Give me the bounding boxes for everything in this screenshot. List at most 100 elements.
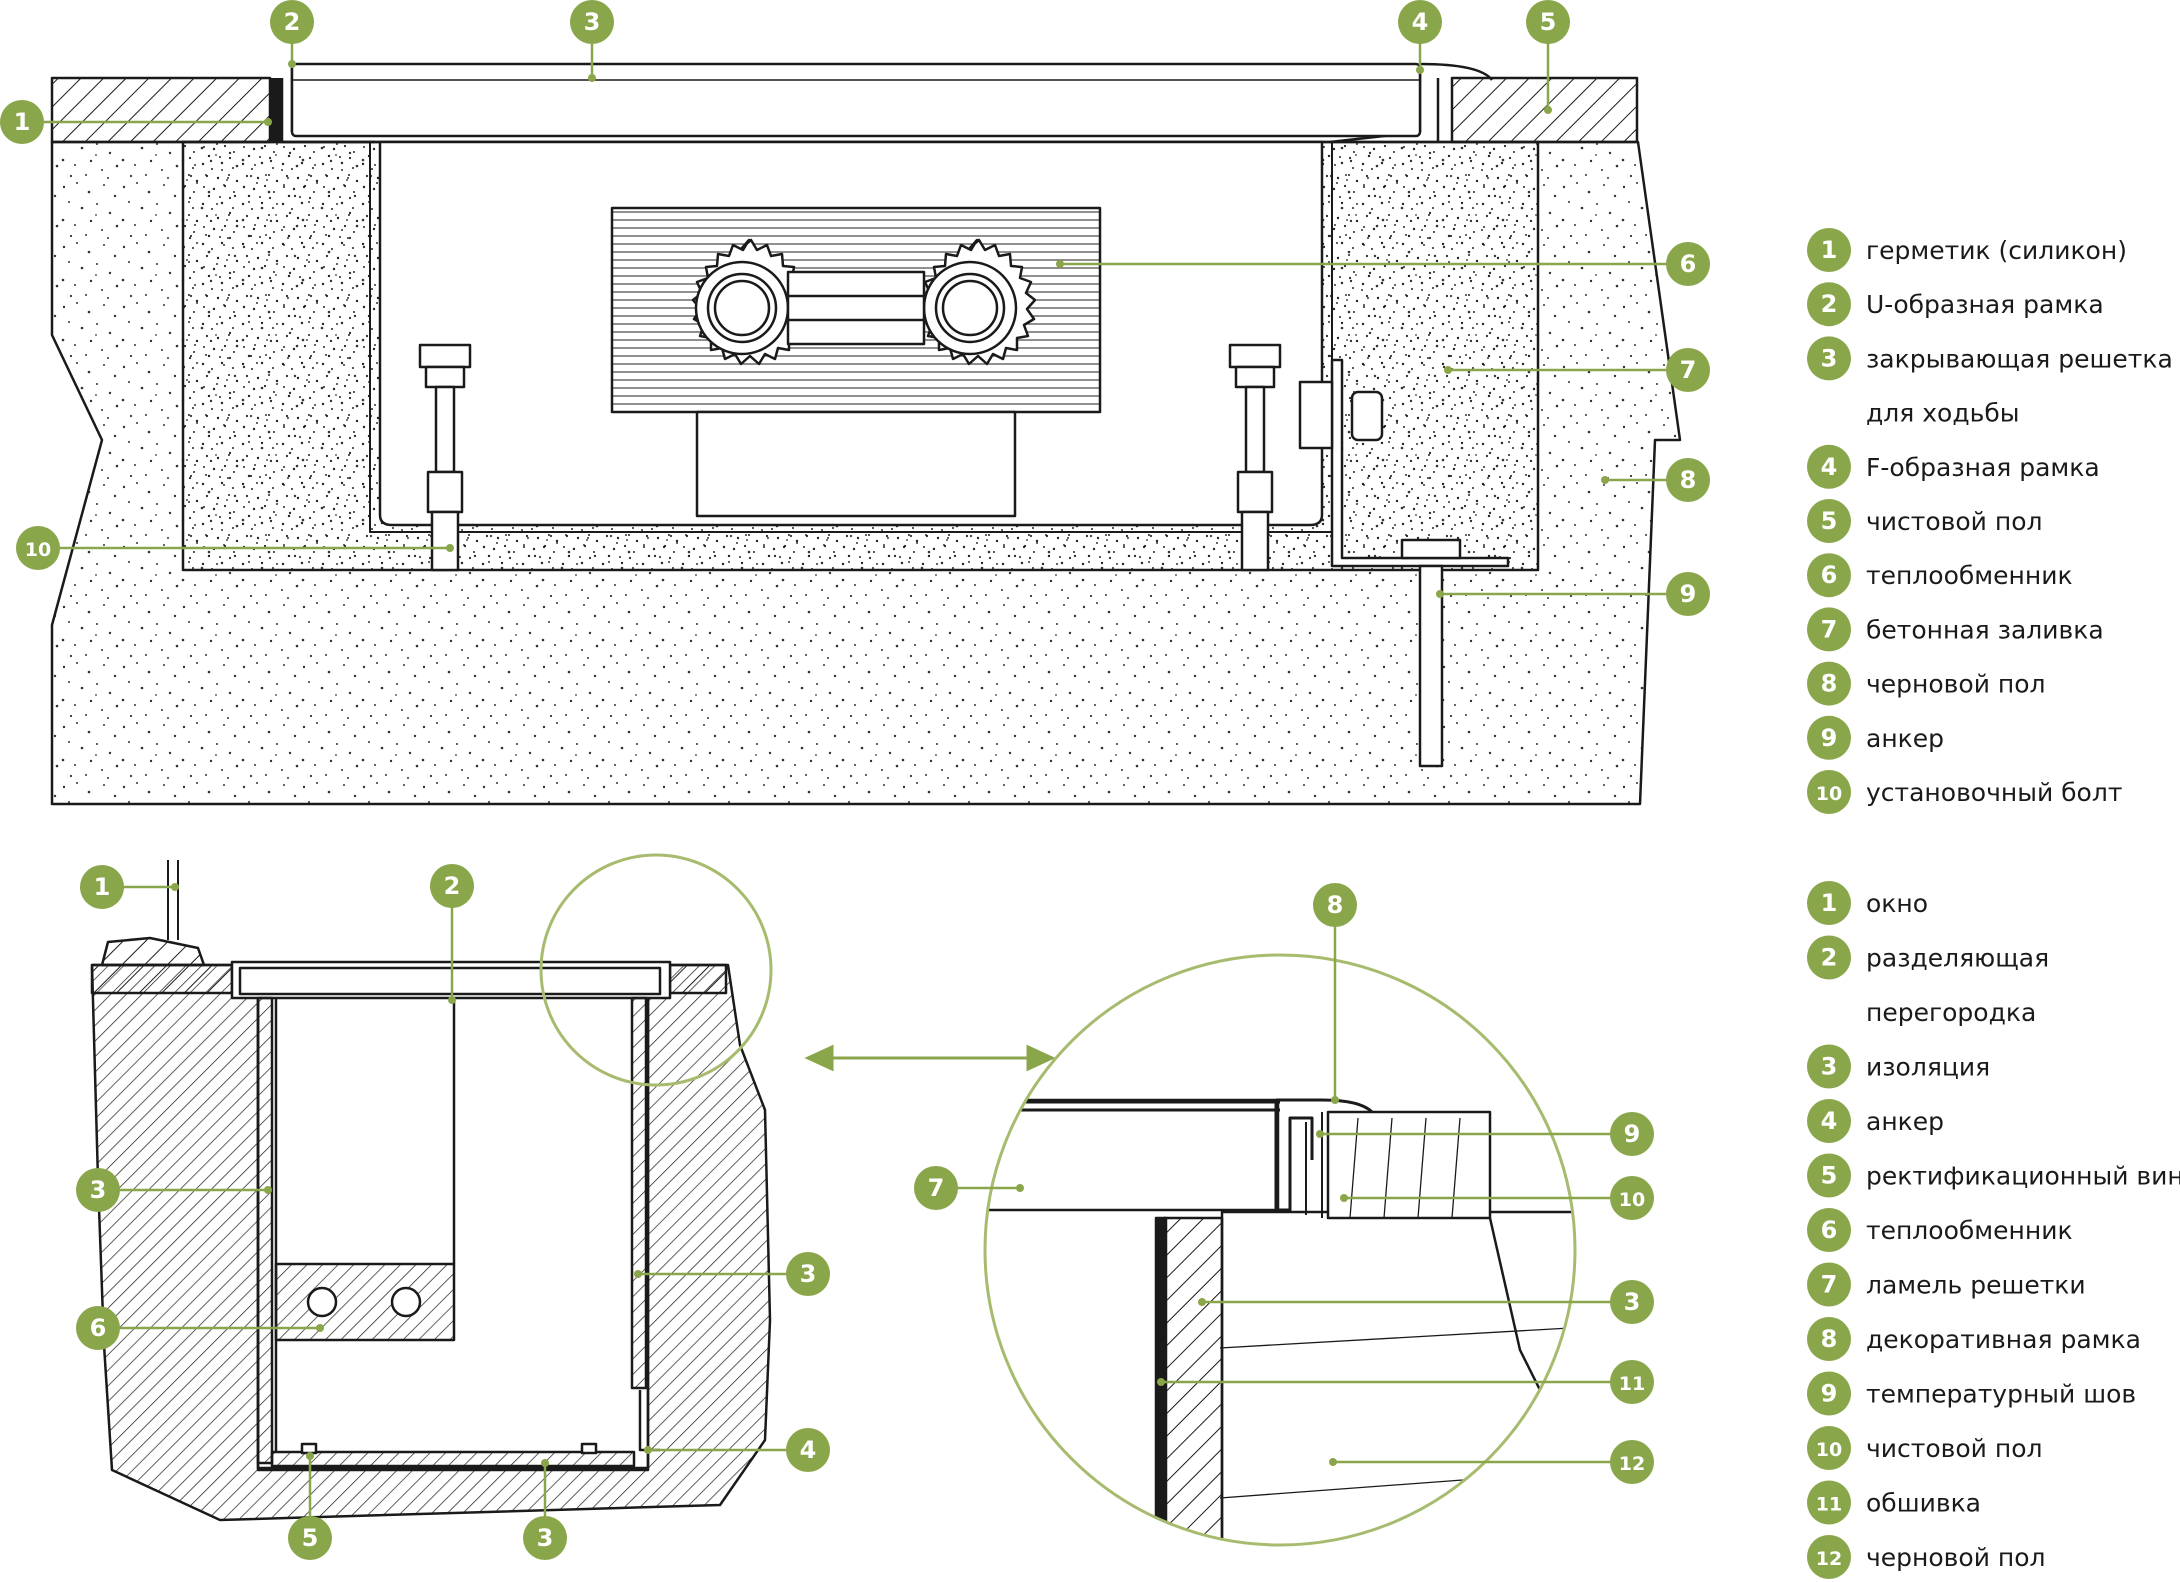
legend-label: установочный болт — [1866, 778, 2122, 807]
callout-number: 9 — [1821, 1380, 1838, 1408]
detail-subfloor-edge — [1488, 1217, 1547, 1401]
bottom-left-callout-badge: 2 — [430, 864, 474, 908]
callout-number: 3 — [1821, 1053, 1838, 1081]
callout-number: 3 — [800, 1260, 817, 1288]
top-callout-dots — [264, 60, 1609, 598]
callout-number: 8 — [1327, 891, 1344, 919]
callout-circle — [1610, 1112, 1654, 1156]
legend-item: 10 установочный болт — [1807, 770, 2122, 814]
callout-circle — [1666, 348, 1710, 392]
detail-callout-lines — [936, 905, 1632, 1464]
callout-circle — [1807, 1153, 1851, 1198]
bottom-left-callout-dots — [171, 883, 652, 1467]
grille-edge-right — [1419, 62, 1493, 81]
callout-number: 4 — [1821, 453, 1838, 481]
legend-label: F-образная рамка — [1866, 453, 2100, 482]
callout-circle — [270, 0, 314, 44]
callout-circle — [1807, 1535, 1851, 1579]
callout-number: 3 — [537, 1524, 554, 1552]
callout-number: 6 — [90, 1314, 107, 1342]
legend-label: теплообменник — [1866, 1216, 2073, 1245]
legend-label: разделяющая — [1866, 944, 2049, 973]
callout-number: 3 — [1624, 1288, 1641, 1316]
leveling-bolt-right — [1228, 343, 1282, 572]
bottom-left-callout-badge: 3 — [523, 1516, 567, 1560]
top-callout-badge: 3 — [570, 0, 614, 44]
callout-number: 5 — [1540, 8, 1557, 36]
insulation-bottom — [270, 1450, 636, 1468]
legend-badge: 2 — [1807, 282, 1851, 327]
legend-label: ламель решетки — [1866, 1271, 2086, 1300]
callout-circle — [1807, 1099, 1851, 1143]
legend-item: 6 теплообменник — [1807, 1208, 2073, 1252]
callout-circle — [430, 864, 474, 908]
callout-number: 8 — [1821, 670, 1838, 698]
heat-exchanger-base — [695, 410, 1017, 518]
callout-circle — [1610, 1360, 1654, 1404]
detail-cladding — [1154, 1216, 1168, 1545]
callout-circle — [914, 1166, 958, 1210]
callout-number: 10 — [1619, 1189, 1645, 1211]
callout-circle — [16, 526, 60, 570]
legend-badge: 1 — [1807, 228, 1851, 272]
callout-circle — [1807, 935, 1851, 980]
callout-circle — [1666, 242, 1710, 286]
callout-circle — [1807, 1480, 1851, 1525]
legend-item: 4 F-образная рамка — [1807, 444, 2100, 489]
top-callout-badge: 2 — [270, 0, 314, 44]
callout-circle — [1807, 228, 1851, 272]
callout-number: 10 — [1816, 1439, 1842, 1461]
callout-number: 6 — [1821, 1216, 1838, 1244]
bottom-left-callout-badge: 3 — [786, 1252, 830, 1296]
callout-circle — [1313, 883, 1357, 927]
callout-circle — [1807, 770, 1851, 814]
anchor-bracket — [1298, 358, 1510, 768]
callout-number: 5 — [302, 1524, 319, 1552]
legend-label: анкер — [1866, 1107, 1944, 1136]
detail-callout-badge: 12 — [1610, 1440, 1654, 1484]
callout-number: 4 — [1412, 8, 1429, 36]
callout-number: 8 — [1821, 1325, 1838, 1353]
legend-badge: 3 — [1807, 336, 1851, 381]
callout-circle — [1610, 1176, 1654, 1220]
bottom-left-callout-badge: 1 — [80, 865, 124, 909]
legend-label: для ходьбы — [1866, 399, 2020, 428]
callout-number: 10 — [1816, 783, 1842, 805]
detail-callout-badge: 3 — [1610, 1280, 1654, 1324]
legend-badge: 9 — [1807, 715, 1851, 760]
legend-label: анкер — [1866, 724, 1944, 753]
floor-finish-right — [668, 963, 728, 995]
legend-label: окно — [1866, 889, 1928, 918]
callout-number: 7 — [1821, 615, 1838, 643]
callout-circle — [1807, 881, 1851, 925]
callout-circle — [1526, 0, 1570, 44]
top-callout-badge: 9 — [1666, 572, 1710, 616]
detail-magnifier-ring — [983, 953, 1577, 1547]
callout-circle — [1807, 553, 1851, 598]
callout-circle — [1807, 715, 1851, 760]
legend-label: герметик (силикон) — [1866, 236, 2127, 265]
legend-badge: 10 — [1807, 770, 1851, 814]
callout-number: 3 — [584, 8, 601, 36]
callout-circle — [1807, 1317, 1851, 1361]
callout-number: 7 — [1680, 356, 1697, 384]
rect-screw-left — [300, 1442, 318, 1455]
detail-callout-badge: 10 — [1610, 1176, 1654, 1220]
callout-number: 2 — [284, 8, 301, 36]
callout-circle — [80, 865, 124, 909]
callout-circle — [1807, 499, 1851, 543]
detail-finish-floor — [1326, 1110, 1492, 1220]
bottom-left-callout-badge: 3 — [76, 1168, 120, 1212]
partition — [274, 998, 456, 1452]
